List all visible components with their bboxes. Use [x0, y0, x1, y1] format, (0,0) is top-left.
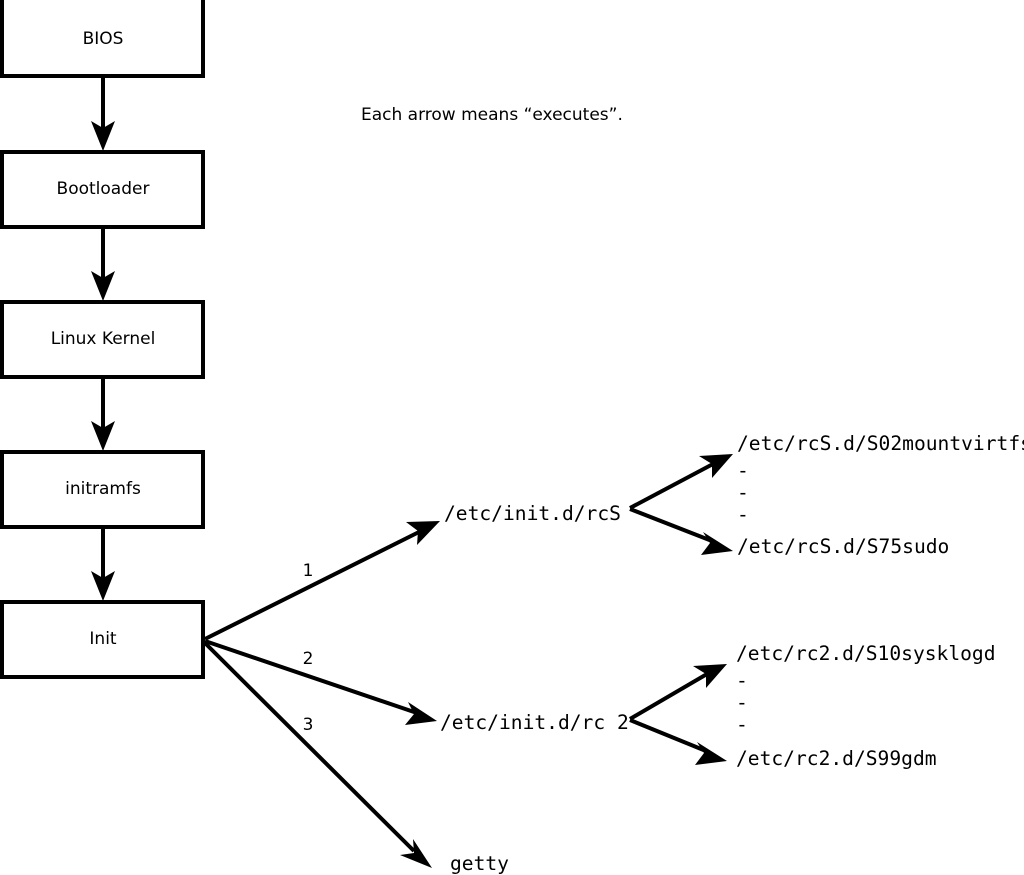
- node-initramfs: initramfs: [0, 450, 205, 529]
- arrow-shaft: [203, 641, 416, 853]
- init-label: Init: [89, 629, 117, 649]
- legend-note: Each arrow means “executes”.: [361, 105, 623, 125]
- bootloader-label: Bootloader: [57, 179, 150, 199]
- linux-kernel-label: Linux Kernel: [51, 329, 156, 349]
- node-init: Init: [0, 600, 205, 679]
- arrow-head-icon: [91, 571, 115, 601]
- arrow-initramfs-to-init: [91, 527, 115, 601]
- rcs-ellipsis-dash-2: -: [737, 481, 749, 504]
- node-linux-kernel: Linux Kernel: [0, 300, 205, 379]
- arrow-head-icon: [91, 271, 115, 301]
- arrow-kernel-to-initramfs: [91, 377, 115, 451]
- target-label-rcs: /etc/init.d/rcS: [444, 502, 621, 525]
- arrow-rcs-to-first-script: [629, 454, 733, 510]
- bios-box: [0, 0, 205, 78]
- branch-number-1: 1: [303, 561, 314, 581]
- init-box: [0, 600, 205, 679]
- branch-number-3: 3: [303, 715, 314, 735]
- arrow-head-icon: [701, 532, 733, 555]
- bios-label: BIOS: [83, 29, 124, 49]
- rcs-first-script-label: /etc/rcS.d/S02mountvirtfs: [737, 432, 1024, 455]
- arrow-head-icon: [91, 121, 115, 151]
- arrow-head-icon: [91, 421, 115, 451]
- rc2-ellipsis-dash-2: -: [736, 691, 748, 714]
- arrow-shaft: [204, 639, 418, 715]
- arrow-bios-to-bootloader: [91, 76, 115, 151]
- arrow-head-icon: [400, 839, 432, 868]
- target-label-rc2: /etc/init.d/rc 2: [440, 711, 629, 734]
- arrow-shaft: [629, 462, 714, 510]
- initramfs-box: [0, 450, 205, 529]
- arrow-bootloader-to-kernel: [91, 227, 115, 301]
- arrow-head-icon: [699, 454, 733, 478]
- arrow-rc2-to-first-script: [628, 664, 727, 721]
- arrow-rc2-to-last-script: [629, 718, 727, 765]
- arrow-shaft: [629, 507, 713, 543]
- arrow-init-branch-2: 2: [204, 639, 437, 725]
- target-label-getty: getty: [450, 852, 509, 875]
- arrow-head-icon: [693, 664, 727, 688]
- rcs-ellipsis-dash-3: -: [737, 503, 749, 526]
- arrow-head-icon: [405, 702, 437, 725]
- arrow-head-icon: [695, 742, 727, 765]
- node-bios: BIOS: [0, 0, 205, 78]
- arrow-init-branch-3: 3: [203, 641, 432, 868]
- arrow-head-icon: [406, 521, 440, 545]
- arrow-init-branch-1: 1: [204, 521, 440, 641]
- arrow-rcs-to-last-script: [629, 507, 733, 555]
- arrow-shaft: [628, 672, 709, 721]
- rc2-ellipsis-dash-1: -: [736, 669, 748, 692]
- arrow-shaft: [204, 529, 422, 641]
- bootloader-box: [0, 150, 205, 229]
- rcs-ellipsis-dash-1: -: [737, 459, 749, 482]
- rc2-last-script-label: /etc/rc2.d/S99gdm: [736, 747, 937, 770]
- branch-number-2: 2: [303, 649, 314, 669]
- rc2-ellipsis-dash-3: -: [736, 713, 748, 736]
- rc2-first-script-label: /etc/rc2.d/S10sysklogd: [736, 642, 996, 665]
- rcs-last-script-label: /etc/rcS.d/S75sudo: [737, 535, 949, 558]
- arrow-shaft: [629, 718, 707, 753]
- initramfs-label: initramfs: [65, 479, 141, 499]
- node-bootloader: Bootloader: [0, 150, 205, 229]
